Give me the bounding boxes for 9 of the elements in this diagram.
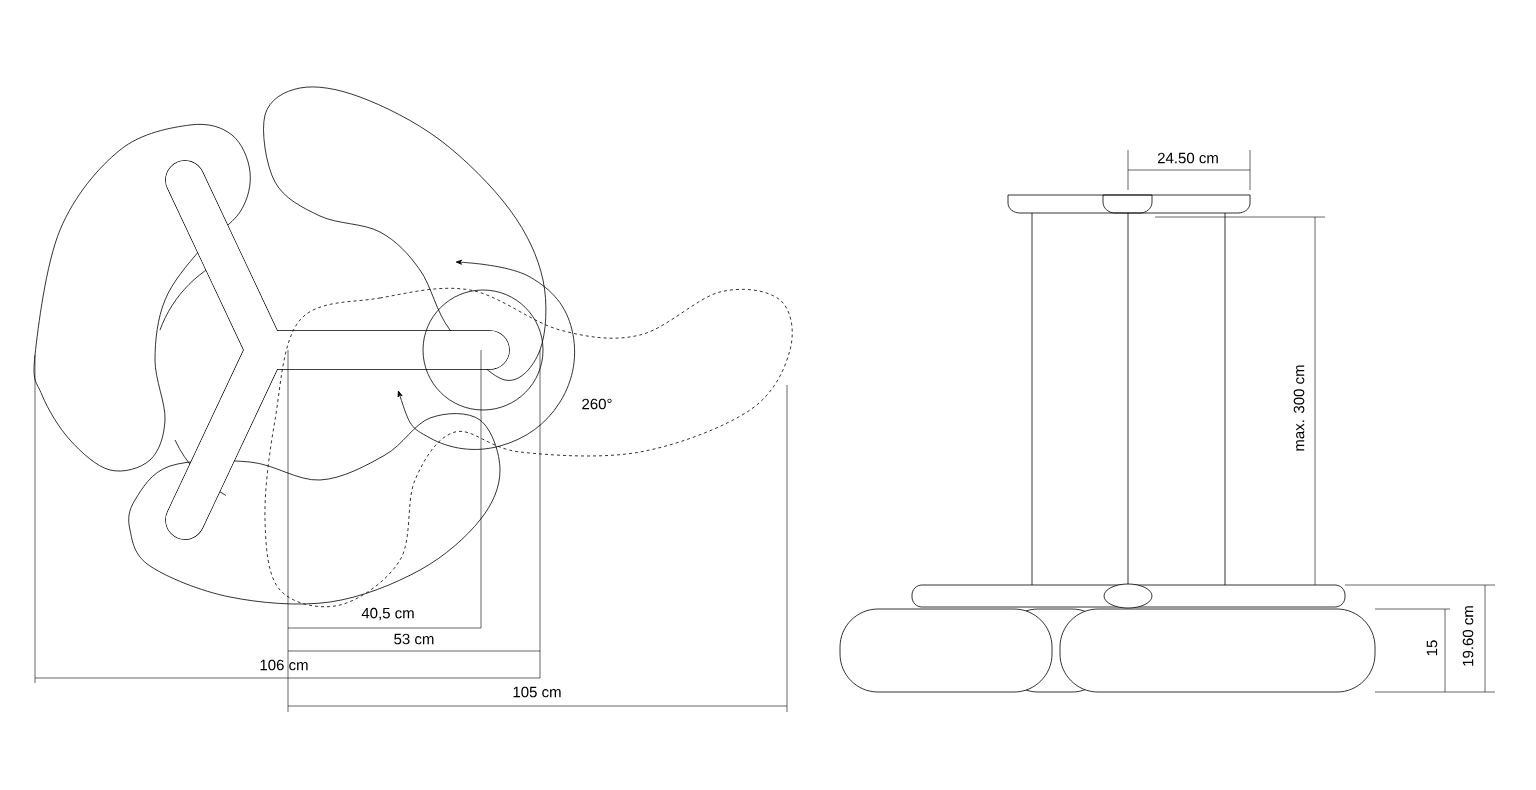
- dimension-label: 260°: [582, 398, 612, 410]
- dimension-label: 19.60 cm: [1462, 606, 1474, 666]
- dimension-label: 40,5 cm: [361, 607, 414, 621]
- dimension-label: 15: [1426, 640, 1438, 656]
- dimension-label: 24.50 cm: [1157, 152, 1218, 164]
- dimension-label: 106 cm: [260, 659, 308, 671]
- dimension-label: max. 300 cm: [1293, 365, 1305, 451]
- dimension-label: 53 cm: [394, 633, 434, 645]
- dimension-label: 105 cm: [513, 686, 561, 698]
